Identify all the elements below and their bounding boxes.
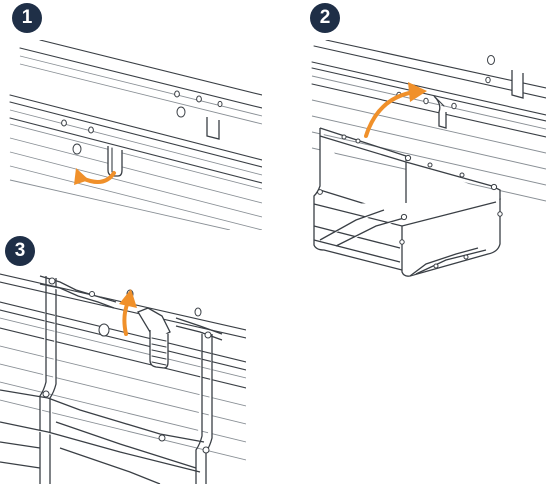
step-2-badge: 2	[310, 3, 340, 33]
curved-arrow-icon	[364, 82, 427, 138]
fixing-clip	[137, 307, 171, 369]
fixing-clip	[433, 95, 447, 129]
rail-profile	[9, 40, 262, 230]
rail-holes	[61, 90, 223, 155]
curved-arrow-icon	[119, 289, 137, 336]
step-3-illustration	[0, 272, 246, 484]
curved-arrow-icon	[74, 168, 116, 185]
rail-profile	[311, 40, 546, 202]
fixing-clip	[107, 146, 123, 177]
step-2-illustration	[296, 40, 546, 285]
clip-slot-outline	[206, 117, 220, 140]
step-1-illustration	[0, 40, 262, 230]
step-3-badge: 3	[5, 236, 35, 266]
wire-mesh-tray	[313, 127, 503, 277]
wire-mesh-tray	[0, 275, 223, 484]
clip-slot-outline	[511, 70, 524, 99]
step-1-badge: 1	[12, 3, 42, 33]
